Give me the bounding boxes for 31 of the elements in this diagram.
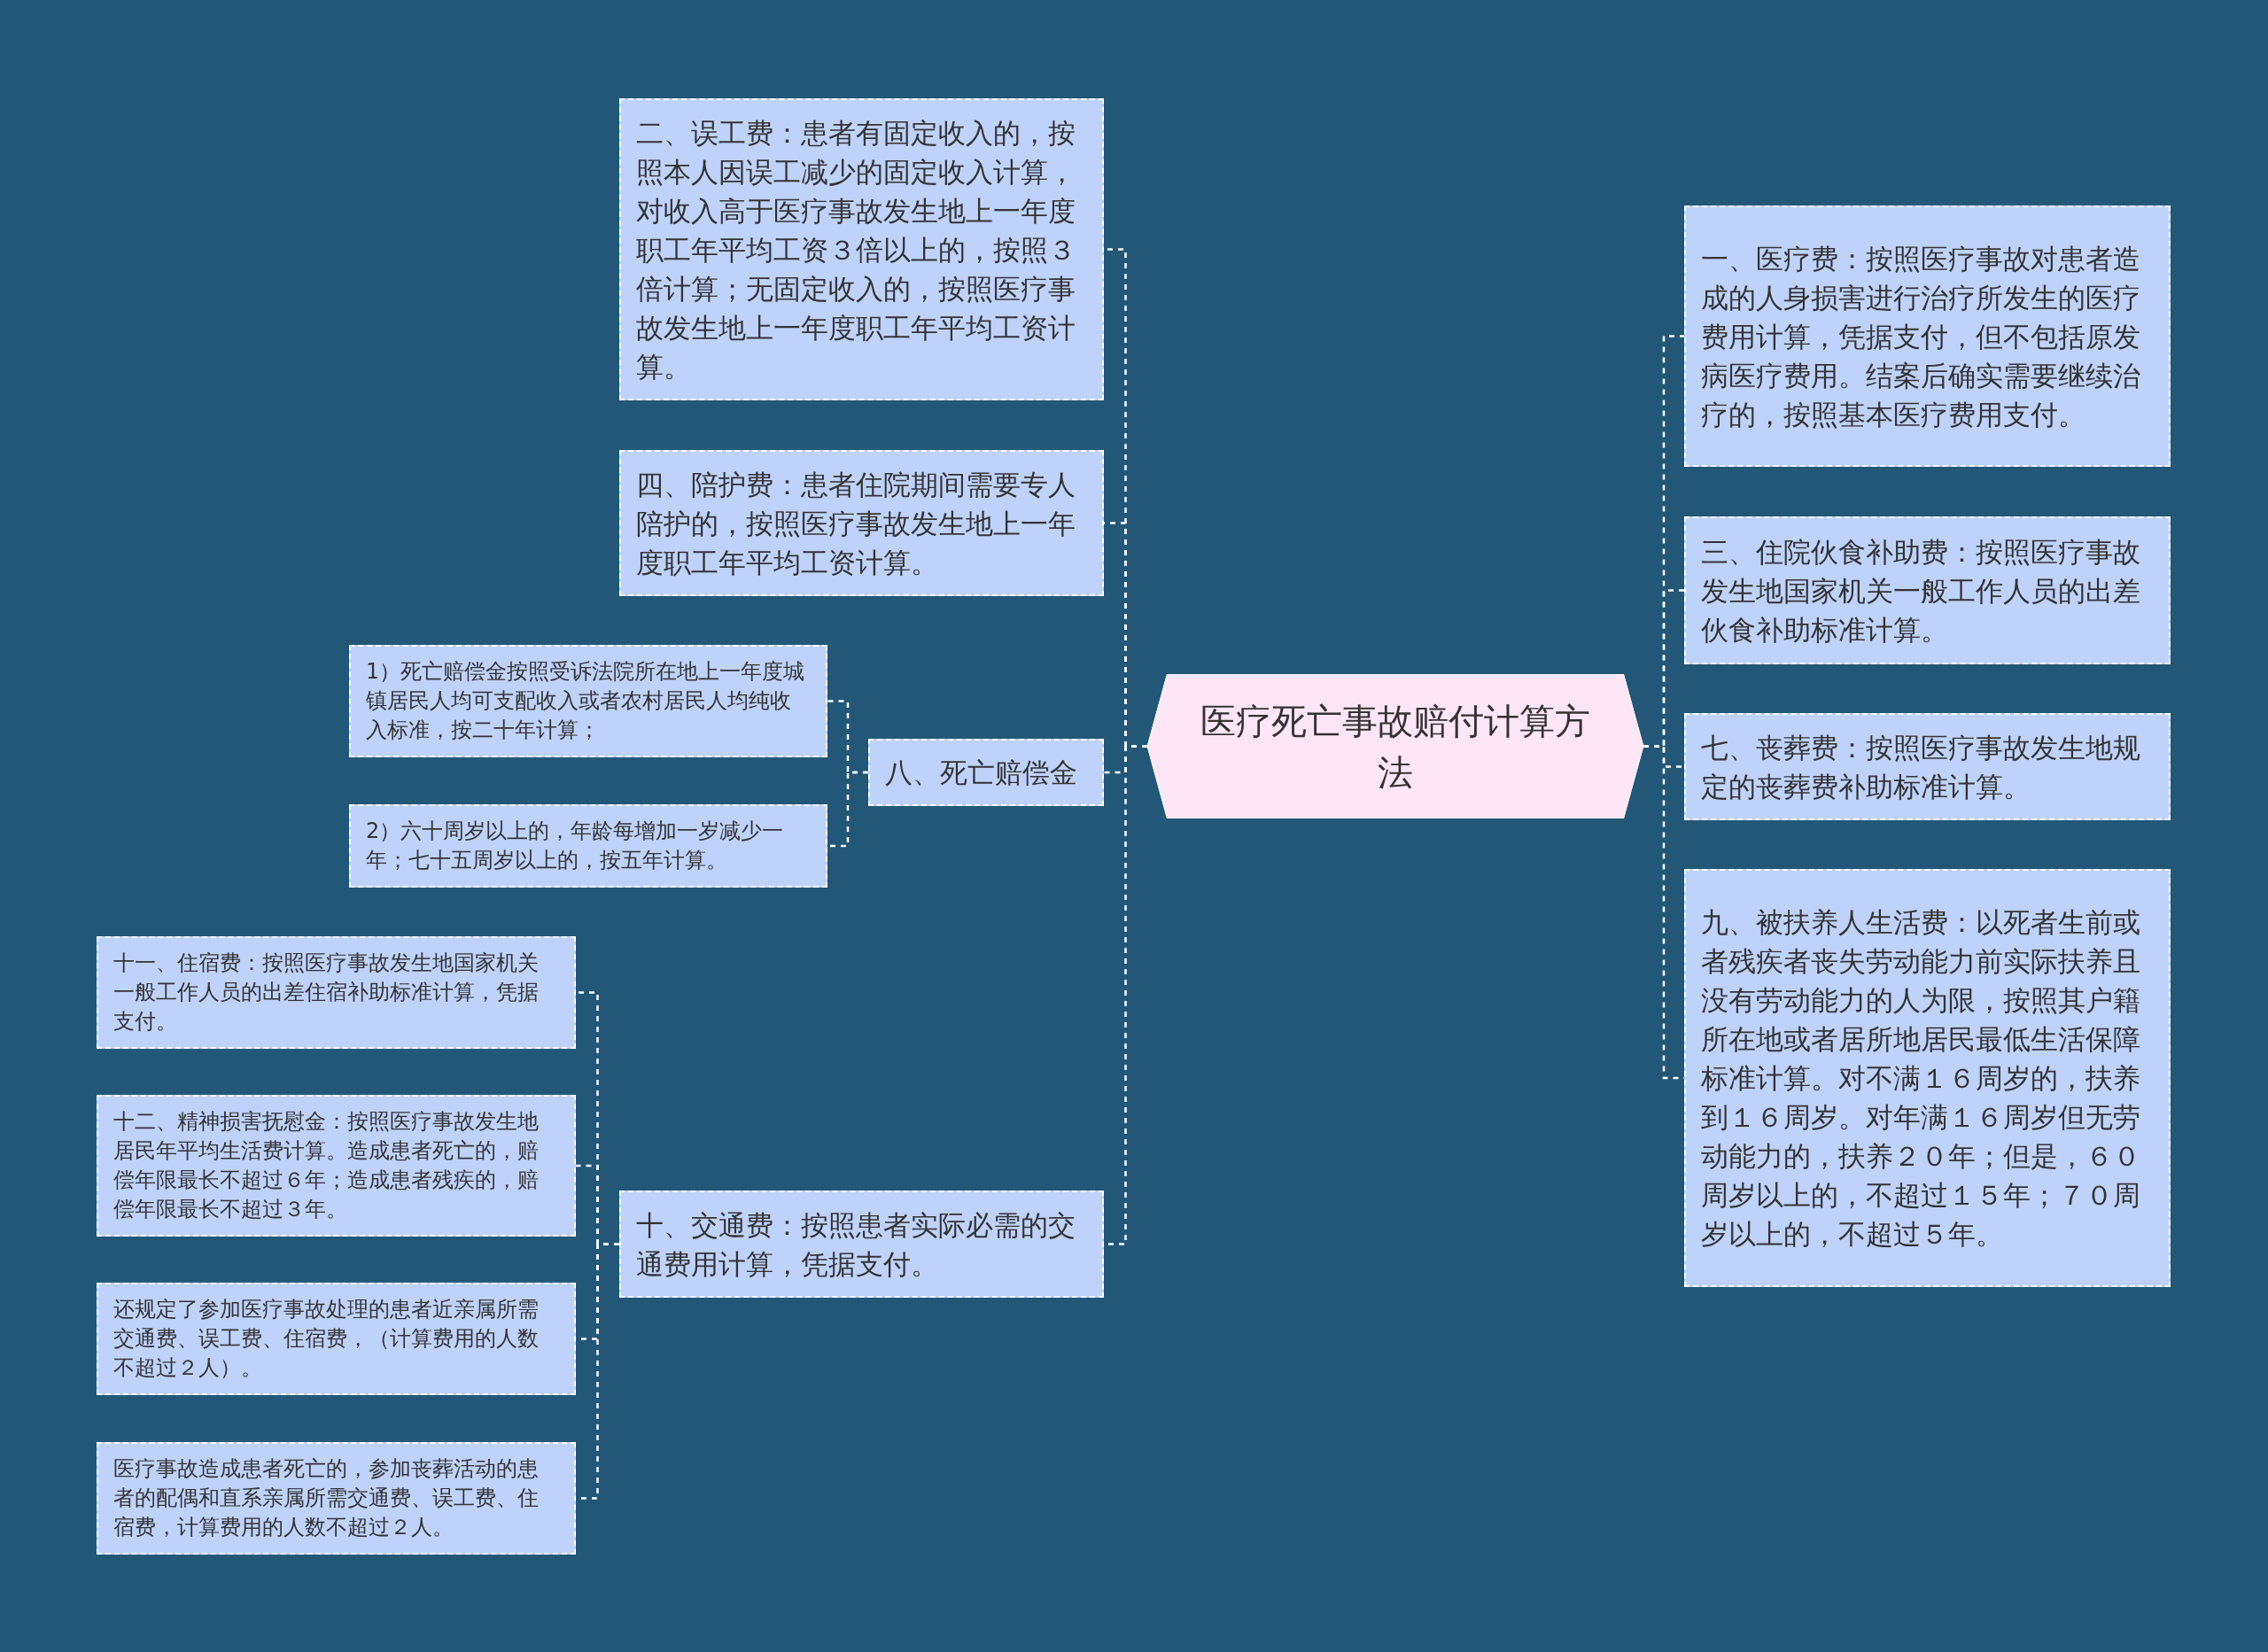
description-text: 十一、住宿费：按照医疗事故发生地国家机关一般工作人员的出差住宿补助标准计算，凭据支付。 <box>113 950 540 1035</box>
topic-box <box>619 98 1104 400</box>
topic-hexagon <box>1147 674 1643 818</box>
topic-box <box>619 450 1104 596</box>
topic-title: 医疗死亡事故赔付计算方法 <box>1200 699 1590 795</box>
description-text: 七、丧葬费：按照医疗事故发生地规定的丧葬费补助标准计算。 <box>1701 730 2141 804</box>
topic-box <box>97 1283 576 1395</box>
topic-box <box>1684 869 2171 1287</box>
description-text: 二、误工费：患者有固定收入的，按照本人因误工减少的固定收入计算，对收入高于医疗事故发生地上一年度职工年平均工资３倍以上的，按照３倍计算；无固定收入的，按照医疗事故发生地上一年度职工年平均工资计算。 <box>636 115 1076 384</box>
description-text: 十二、精神损害抚慰金：按照医疗事故发生地居民年平均生活费计算。造成患者死亡的，赔偿年限最长不超过６年；造成患者残疾的，赔偿年限最长不超过３年。 <box>113 1108 540 1223</box>
topic-box <box>619 1191 1104 1298</box>
topic-box <box>1684 206 2171 467</box>
connector-line <box>827 771 868 848</box>
description-text: 八、死亡赔偿金 <box>885 756 1078 790</box>
description-text: 1）死亡赔偿金按照受诉法院所在地上一年度城镇居民人均可支配收入或者农村居民人均纯收入标准，按二十年计算； <box>366 658 806 744</box>
description-text: 还规定了参加医疗事故处理的患者近亲属所需交通费、误工费、住宿费，（计算费用的人数不超过２人）。 <box>113 1296 540 1382</box>
topic-box <box>349 804 827 888</box>
topic-box <box>97 936 576 1049</box>
topic-box <box>1684 713 2171 820</box>
description-text: 三、住院伙食补助费：按照医疗事故发生地国家机关一般工作人员的出差伙食补助标准计算。 <box>1701 534 2141 648</box>
description-text: 四、陪护费：患者住院期间需要专人陪护的，按照医疗事故发生地上一年度职工年平均工资计算。 <box>636 467 1076 580</box>
topic-box <box>97 1442 576 1555</box>
topic-box <box>868 739 1104 806</box>
description-text: 十、交通费：按照患者实际必需的交通费用计算，凭据支付。 <box>636 1207 1076 1282</box>
topic-box <box>1684 516 2171 664</box>
description-text: 一、医疗费：按照医疗事故对患者造成的人身损害进行治疗所发生的医疗费用计算，凭据支付，但不包括原发病医疗费用。结案后确实需要继续治疗的，按照基本医疗费用支付。 <box>1701 241 2141 432</box>
topic-box <box>97 1095 576 1237</box>
description-text: 2）六十周岁以上的，年龄每增加一岁减少一年；七十五周岁以上的，按五年计算。 <box>366 818 785 874</box>
description-text: 医疗事故造成患者死亡的，参加丧葬活动的患者的配偶和直系亲属所需交通费、误工费、住宿费，计算费用的人数不超过２人。 <box>113 1455 540 1541</box>
description-text: 九、被扶养人生活费：以死者生前或者残疾者丧失劳动能力前实际扶养且没有劳动能力的人为限，按照其户籍所在地或者居所地居民最低生活保障标准计算。对不满１６周岁的，扶养到１６周岁。对年满１６周岁但无劳动能力的，扶养２０年；但是，６０周岁以上的，不超过１５年；７０周岁以上的，不超过５年。 <box>1701 905 2141 1252</box>
topic-box <box>349 645 827 757</box>
